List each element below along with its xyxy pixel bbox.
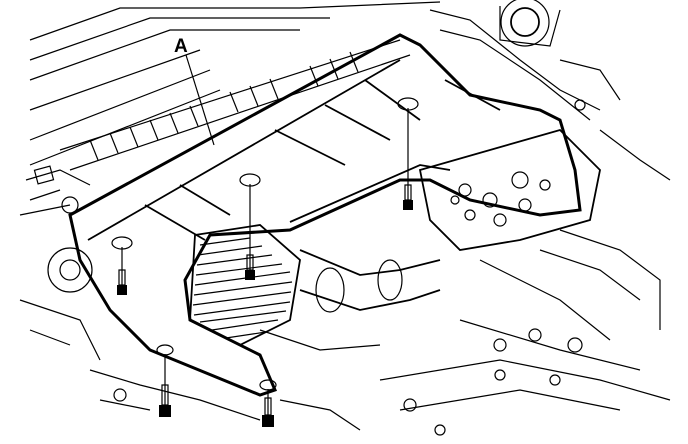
splash-shield: [68, 33, 582, 397]
bolt-left: [117, 247, 127, 295]
lower-subframe: [19, 247, 361, 431]
callout-a-label: A: [174, 36, 188, 57]
mounting-bolts: [117, 108, 413, 427]
bolt-lower-left: [159, 354, 171, 417]
transmission-housing: [379, 128, 671, 436]
bolt-upper-right: [403, 108, 413, 210]
callout-a: A: [174, 36, 215, 146]
exhaust-pipe: [259, 249, 441, 351]
bolt-center: [245, 184, 255, 280]
body-frame: [19, 1, 441, 216]
suspension-area: [429, 0, 671, 181]
bolt-bottom: [262, 389, 274, 427]
